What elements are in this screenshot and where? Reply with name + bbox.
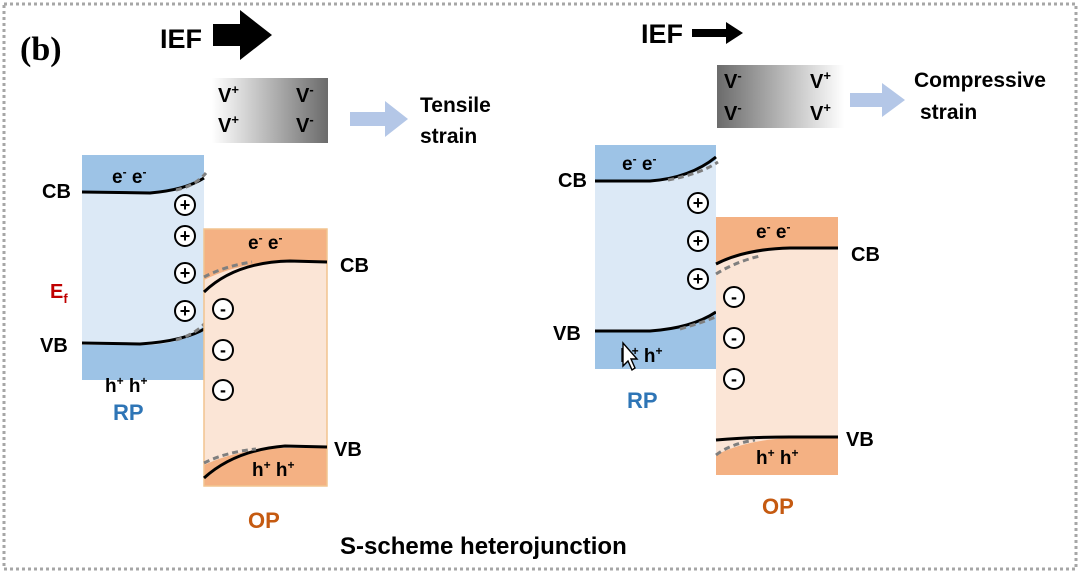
plus-charge-icon xyxy=(687,192,709,214)
vacancy-gradient-left xyxy=(212,78,328,143)
rp-electrons-left: e- e- xyxy=(112,165,146,188)
negative-charges-right: - - - xyxy=(723,286,745,390)
op-cb-label-left: CB xyxy=(340,255,369,277)
op-vb-band-right xyxy=(716,438,838,475)
op-vb-dash-left xyxy=(203,447,257,465)
rp-electrons-right: e- e- xyxy=(622,152,656,175)
minus-charge-icon xyxy=(723,368,745,390)
plus-charge-icon xyxy=(174,300,196,322)
vacancy-left-r2c2: V- xyxy=(296,112,314,137)
plus-charge-sign: + xyxy=(693,193,704,213)
rp-cb-label-right: CB xyxy=(558,170,587,192)
minus-charge-sign: - xyxy=(220,340,226,360)
rp-vb-edge-left xyxy=(81,326,207,346)
vacancy-right-r2c1: V- xyxy=(724,100,742,125)
minus-charge-sign: - xyxy=(731,369,737,389)
rp-cb-dash-left xyxy=(175,172,208,192)
strain-label-right-2: strain xyxy=(920,101,977,124)
plus-charge-sign: + xyxy=(180,195,191,215)
strain-arrow-right-icon xyxy=(850,83,905,117)
strain-label-left-2: strain xyxy=(420,125,477,148)
minus-charge-sign: - xyxy=(731,328,737,348)
ief-arrow-large-icon xyxy=(213,10,272,60)
strain-label-left-1: Tensile xyxy=(420,94,491,117)
fermi-level-label: Ef xyxy=(50,281,68,306)
op-vb-edge-left xyxy=(202,444,328,480)
negative-charges-left: - - - xyxy=(212,298,234,401)
rp-holes-left: h+ h+ xyxy=(105,374,148,397)
op-cb-dash-left xyxy=(203,260,253,279)
op-holes-right: h+ h+ xyxy=(756,446,799,469)
op-cb-edge-right xyxy=(715,246,838,266)
op-outline-left xyxy=(203,228,328,487)
left-tensile-scheme: IEF V+ V- V+ V- Tensile strain e- e- h+ … xyxy=(40,10,491,533)
plus-charge-icon xyxy=(174,262,196,284)
op-holes-left: h+ h+ xyxy=(252,458,295,481)
rp-vb-band-left xyxy=(82,325,204,380)
figure-caption: S-scheme heterojunction xyxy=(340,533,627,560)
rp-name-left: RP xyxy=(113,400,144,425)
rp-cb-band-left xyxy=(82,155,204,192)
plus-charge-sign: + xyxy=(180,226,191,246)
op-cb-band-left xyxy=(204,229,327,280)
op-name-right: OP xyxy=(762,494,794,519)
plus-charge-sign: + xyxy=(180,263,191,283)
strain-label-right-1: Compressive xyxy=(914,69,1046,92)
op-vb-label-left: VB xyxy=(334,439,362,461)
rp-vb-dash-right xyxy=(679,314,719,331)
plus-charge-sign: + xyxy=(180,301,191,321)
vacancy-right-r1c1: V- xyxy=(724,68,742,93)
vacancy-gradient-right xyxy=(717,65,844,128)
vacancy-left-r1c2: V- xyxy=(296,82,314,107)
op-cb-dash-right xyxy=(715,254,761,276)
plus-charge-sign: + xyxy=(693,269,704,289)
ief-arrow-small-icon xyxy=(692,22,743,44)
positive-charges-left: + + + + xyxy=(174,194,196,322)
rp-vb-edge-right xyxy=(595,310,717,333)
minus-charge-sign: - xyxy=(731,287,737,307)
ief-label-left: IEF xyxy=(160,24,202,54)
minus-charge-icon xyxy=(723,286,745,308)
minus-charge-sign: - xyxy=(220,299,226,319)
minus-charge-icon xyxy=(723,327,745,349)
op-cb-edge-left xyxy=(202,259,328,294)
positive-charges-right: + + + xyxy=(687,192,709,290)
rp-cb-edge-right xyxy=(595,155,717,183)
minus-charge-icon xyxy=(212,298,234,320)
rp-name-right: RP xyxy=(627,388,658,413)
ief-label-right: IEF xyxy=(641,19,683,49)
minus-charge-sign: - xyxy=(220,380,226,400)
op-name-left: OP xyxy=(248,508,280,533)
minus-charge-icon xyxy=(212,339,234,361)
panel-label: (b) xyxy=(20,31,62,68)
plus-charge-icon xyxy=(174,194,196,216)
plus-charge-icon xyxy=(687,230,709,252)
op-electrons-right: e- e- xyxy=(756,220,790,243)
strain-arrow-left-icon xyxy=(350,101,408,137)
op-cb-label-right: CB xyxy=(851,244,880,266)
rp-cb-band-right xyxy=(595,145,716,181)
mouse-cursor-icon xyxy=(622,341,639,372)
op-electrons-left: e- e- xyxy=(248,231,282,254)
plus-charge-icon xyxy=(174,225,196,247)
plus-charge-sign: + xyxy=(693,231,704,251)
rp-cb-dash-right xyxy=(667,160,719,182)
plus-charge-icon xyxy=(687,268,709,290)
op-vb-dash-right xyxy=(715,438,756,457)
rp-vb-label-right: VB xyxy=(553,323,581,345)
op-vb-edge-right xyxy=(715,435,838,442)
rp-vb-label-left: VB xyxy=(40,335,68,357)
rp-cb-label-left: CB xyxy=(42,181,71,203)
op-vb-label-right: VB xyxy=(846,429,874,451)
minus-charge-icon xyxy=(212,379,234,401)
right-compressive-scheme: IEF V- V+ V- V+ Compressive strain e- e-… xyxy=(553,19,1046,519)
